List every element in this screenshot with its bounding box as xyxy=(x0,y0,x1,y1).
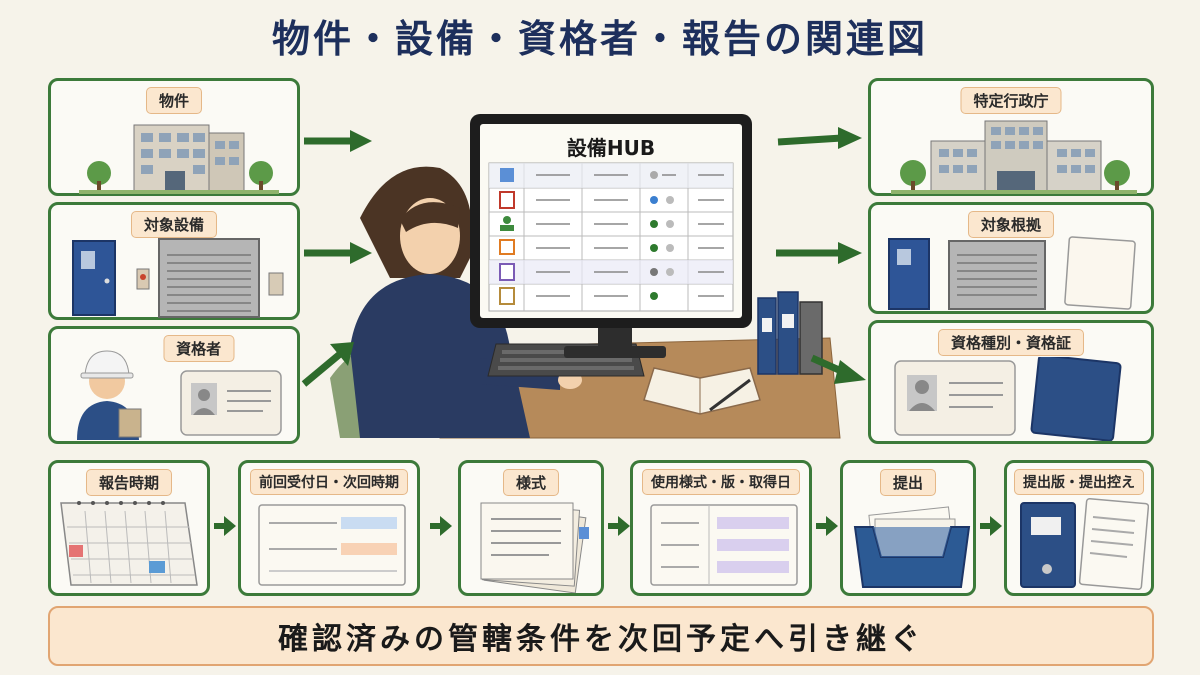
flow-card-submitted-copy: 提出版・提出控え xyxy=(1004,460,1154,596)
arrow-icon xyxy=(777,127,862,149)
arrow-icon xyxy=(304,242,372,264)
card-qualification-type: 資格種別・資格証 xyxy=(868,320,1154,444)
card-label: 特定行政庁 xyxy=(960,87,1062,114)
arrow-icon xyxy=(301,342,354,387)
card-label: 提出版・提出控え xyxy=(1014,469,1144,495)
hub-screen: 設備HUB xyxy=(480,124,742,318)
table-row-icons xyxy=(499,168,515,305)
arrow-icon xyxy=(810,354,866,384)
id-card-icon xyxy=(180,370,282,436)
arrow-icon xyxy=(304,130,372,152)
card-label: 対象設備 xyxy=(130,211,218,238)
flow-card-report-period: 報告時期 xyxy=(48,460,210,596)
form-stack-icon xyxy=(480,502,589,593)
calendar-icon xyxy=(60,501,198,586)
document-icon xyxy=(258,504,406,586)
card-label: 様式 xyxy=(502,469,560,496)
tray-icon xyxy=(853,506,971,588)
binder-document-icon xyxy=(1020,497,1149,591)
open-book-icon xyxy=(643,367,761,415)
bottom-message-banner: 確認済みの管轄条件を次回予定へ引き継ぐ xyxy=(48,606,1154,666)
door-shutter-icon xyxy=(72,238,284,318)
card-label: 対象根拠 xyxy=(967,211,1055,238)
card-label: 資格者 xyxy=(163,335,235,362)
card-label: 提出 xyxy=(879,469,937,496)
door-shutter-document-icon xyxy=(888,236,1136,310)
arrow-icon xyxy=(214,516,236,536)
arrow-icon xyxy=(816,516,838,536)
certificate-icon xyxy=(894,357,1122,441)
arrow-icon xyxy=(608,516,630,536)
card-property: 物件 xyxy=(48,78,300,196)
arrow-icon xyxy=(430,516,452,536)
card-qualified-person: 資格者 xyxy=(48,326,300,444)
binders-icon xyxy=(757,291,823,375)
government-building-icon xyxy=(891,120,1137,194)
card-target-basis: 対象根拠 xyxy=(868,202,1154,314)
card-target-equipment: 対象設備 xyxy=(48,202,300,320)
monitor-stand xyxy=(564,326,666,358)
flow-card-previous-next: 前回受付日・次回時期 xyxy=(238,460,420,596)
arrow-icon xyxy=(776,242,862,264)
card-label: 前回受付日・次回時期 xyxy=(250,469,408,495)
flow-card-form-version: 使用様式・版・取得日 xyxy=(630,460,812,596)
card-label: 資格種別・資格証 xyxy=(937,329,1085,356)
card-label: 報告時期 xyxy=(85,469,173,496)
hub-monitor: 設備HUB xyxy=(470,114,752,328)
flow-card-form: 様式 xyxy=(458,460,604,596)
card-label: 物件 xyxy=(145,87,203,114)
flow-card-submit: 提出 xyxy=(840,460,976,596)
page-title: 物件・設備・資格者・報告の関連図 xyxy=(271,17,928,61)
document-icon xyxy=(650,504,798,586)
hub-title: 設備HUB xyxy=(566,136,656,160)
hub-table xyxy=(488,162,734,312)
card-designated-authority: 特定行政庁 xyxy=(868,78,1154,196)
building-icon xyxy=(79,124,279,194)
worker-icon xyxy=(77,350,142,440)
card-label: 使用様式・版・取得日 xyxy=(642,469,800,495)
arrow-icon xyxy=(980,516,1002,536)
